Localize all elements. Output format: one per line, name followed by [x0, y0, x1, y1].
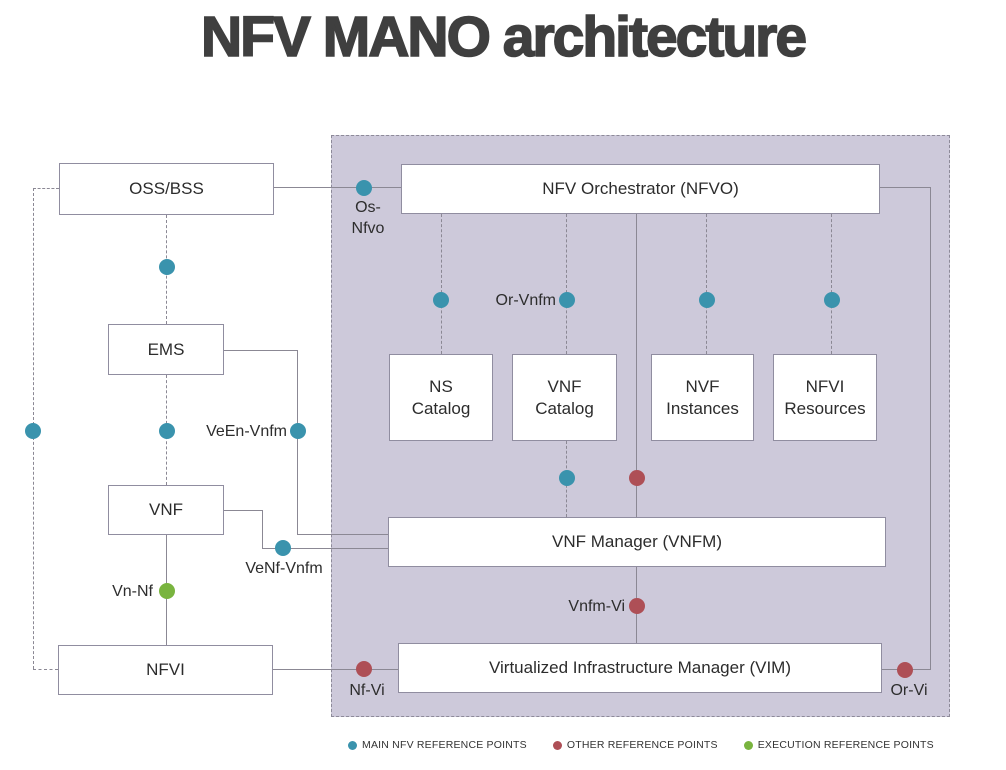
ref-dot-nfvo-nfvi-resources	[824, 292, 840, 308]
connector-right-vertical	[930, 187, 931, 670]
label-vnfm-vi: Vnfm-Vi	[568, 598, 625, 615]
box-vnf-catalog-label: VNF Catalog	[535, 377, 594, 418]
box-nfvo: NFV Orchestrator (NFVO)	[401, 164, 880, 214]
box-vnf-label: VNF	[149, 500, 183, 520]
box-ns-catalog-label: NS Catalog	[411, 377, 471, 418]
ref-dot-or-vi	[897, 662, 913, 678]
connector-dashed-nfvo-to-nfvi-resources	[831, 214, 832, 354]
connector-vnf-down	[262, 510, 263, 548]
connector-ems-to-vnfm	[297, 534, 388, 535]
box-vim: Virtualized Infrastructure Manager (VIM)	[398, 643, 882, 693]
main-reference-dot-icon	[348, 740, 357, 750]
connector-dashed-nfvo-to-nvf-instances	[706, 214, 707, 354]
connector-nfvo-right	[880, 187, 931, 188]
ref-dot-or-vnfm	[559, 292, 575, 308]
box-oss-bss: OSS/BSS	[59, 163, 274, 215]
box-nfvi: NFVI	[58, 645, 273, 695]
box-nvf-instances-label: NVF Instances	[666, 377, 739, 418]
page-title: NFV MANO architecture	[200, 4, 808, 70]
box-nfvi-label: NFVI	[146, 660, 185, 680]
ref-dot-nfvo-ns-catalog	[433, 292, 449, 308]
ref-dot-veen-vnfm	[290, 423, 306, 439]
legend-other-label: OTHER REFERENCE POINTS	[566, 739, 718, 751]
box-vim-label: Virtualized Infrastructure Manager (VIM)	[488, 658, 792, 678]
connector-ems-down	[297, 350, 298, 534]
ref-dot-os-nfvo	[356, 180, 372, 196]
connector-vnf-to-vnfm	[262, 548, 388, 549]
box-nfvo-label: NFV Orchestrator (NFVO)	[542, 179, 739, 199]
ref-dot-nf-vi	[356, 661, 372, 677]
box-vnf-catalog: VNF Catalog	[512, 354, 617, 441]
label-nf-vi: Nf-Vi	[349, 682, 385, 699]
legend-item-other: OTHER REFERENCE POINTS	[552, 739, 718, 751]
ref-dot-vn-nf	[159, 583, 175, 599]
label-venf-vnfm: VeNf-Vnfm	[245, 560, 323, 577]
label-vn-nf: Vn-Nf	[112, 583, 153, 600]
connector-ems-right	[224, 350, 298, 351]
box-oss-bss-label: OSS/BSS	[129, 179, 204, 199]
box-nfvi-resources: NFVI Resources	[773, 354, 877, 441]
connector-nfvi-to-vim	[273, 669, 398, 670]
legend-main-label: MAIN NFV REFERENCE POINTS	[362, 739, 527, 751]
box-nfvi-resources-label: NFVI Resources	[784, 377, 866, 418]
box-vnf: VNF	[108, 485, 224, 535]
ref-dot-venf-vnfm	[275, 540, 291, 556]
connector-dashed-oss-left	[33, 188, 59, 189]
box-nvf-instances: NVF Instances	[651, 354, 754, 441]
legend-execution-label: EXECUTION REFERENCE POINTS	[757, 739, 934, 751]
label-os-nfvo: Os- Nfvo	[351, 199, 385, 237]
label-or-vnfm: Or-Vnfm	[495, 292, 556, 309]
label-veen-vnfm: VeEn-Vnfm	[206, 423, 287, 440]
box-vnfm: VNF Manager (VNFM)	[388, 517, 886, 567]
execution-reference-dot-icon	[743, 740, 753, 750]
other-reference-dot-icon	[552, 740, 562, 750]
ref-dot-vnf-catalog-vnfm	[559, 470, 575, 486]
box-vnfm-label: VNF Manager (VNFM)	[551, 532, 723, 552]
ref-dot-vnfm-vi	[629, 598, 645, 614]
legend: MAIN NFV REFERENCE POINTS OTHER REFERENC…	[348, 739, 934, 751]
legend-item-execution: EXECUTION REFERENCE POINTS	[743, 739, 934, 751]
box-ems-label: EMS	[147, 339, 185, 359]
connector-nfvo-to-vnfm	[636, 214, 637, 517]
ref-dot-ems-vnf	[159, 423, 175, 439]
label-or-vi: Or-Vi	[890, 682, 928, 699]
box-ems: EMS	[108, 324, 224, 375]
ref-dot-oss-ems	[159, 259, 175, 275]
connector-vnf-right	[224, 510, 263, 511]
connector-dashed-nfvo-to-vnf-catalog	[566, 214, 567, 354]
ref-dot-nfvo-nvf-instances	[699, 292, 715, 308]
legend-item-main: MAIN NFV REFERENCE POINTS	[348, 739, 527, 751]
connector-dashed-nfvo-to-ns-catalog	[441, 214, 442, 354]
ref-dot-nfvo-vnfm	[629, 470, 645, 486]
connector-oss-to-nfvo	[274, 187, 401, 188]
connector-dashed-nfvi-left	[33, 669, 58, 670]
ref-dot-left-vertical	[25, 423, 41, 439]
box-ns-catalog: NS Catalog	[389, 354, 493, 441]
